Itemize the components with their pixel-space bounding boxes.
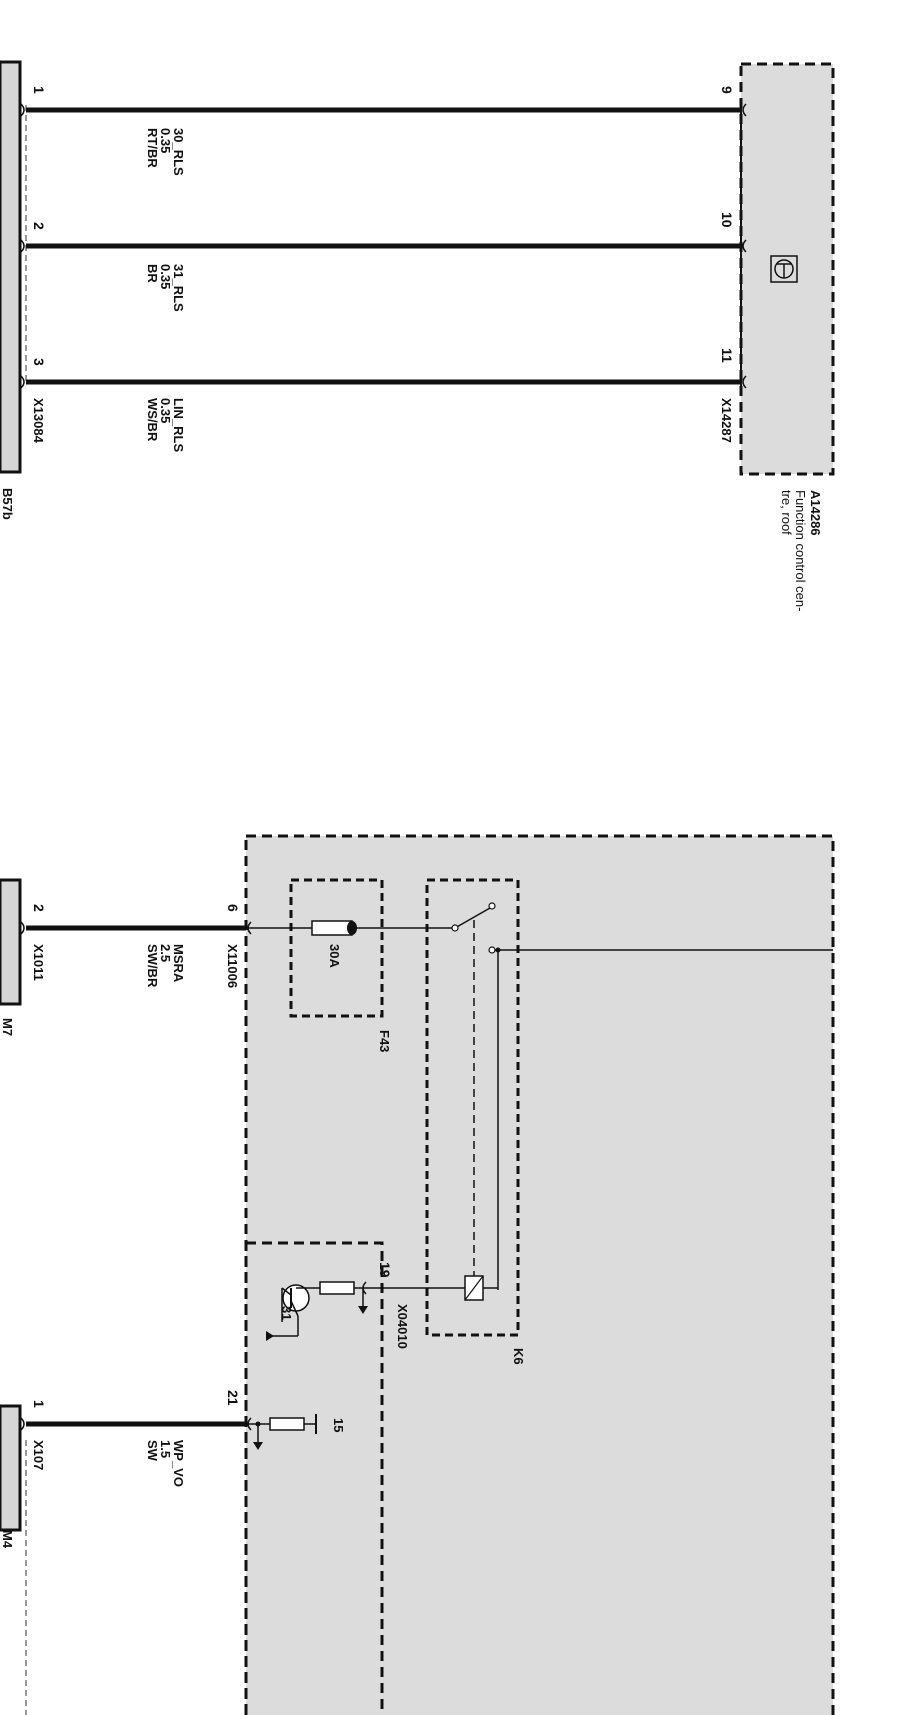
svg-text:31_RLS: 31_RLS (171, 264, 186, 312)
component-label-b57b: B57b (0, 488, 15, 520)
component-b57b-body (0, 60, 22, 474)
pin-module-21: 21 (225, 1390, 241, 1406)
relay-driver-circuit (305, 1281, 427, 1314)
svg-text:0.35: 0.35 (158, 264, 173, 289)
pin-a14286-9: 9 (719, 86, 735, 94)
pin-a14286-11: 11 (719, 348, 735, 363)
svg-text:0.35: 0.35 (158, 398, 173, 423)
fuse-icon (311, 920, 357, 936)
component-m4-body (0, 1404, 22, 1532)
svg-text:RT/BR: RT/BR (145, 128, 160, 168)
svg-text:MSRA: MSRA (171, 944, 186, 983)
pin-b57b-2: 2 (31, 222, 47, 230)
pin-a14286-10: 10 (719, 212, 735, 228)
fuse-f43-box (289, 878, 384, 1018)
pullup-resistor-icon (246, 1414, 317, 1450)
pin-b57b-1: 1 (31, 86, 47, 94)
control-submodule-box (244, 1241, 384, 1715)
relay-switch-icon (451, 902, 833, 1290)
wire-label-30-rls: 30_RLS 0.35 RT/BR (145, 128, 186, 176)
svg-text:SW: SW (145, 1440, 160, 1462)
pin-module-6: 6 (225, 904, 241, 912)
fuse-label-f43: F43 (377, 1030, 392, 1052)
pin-module-19: 19 (377, 1262, 393, 1278)
pin-b57b-3: 3 (31, 358, 47, 366)
connector-label-x13084: X13084 (31, 398, 46, 444)
svg-text:WS/BR: WS/BR (145, 398, 160, 442)
connector-label-x1011: X1011 (31, 944, 46, 981)
component-label-m7: M7 (0, 1018, 15, 1036)
transistor-icon (266, 1284, 310, 1341)
ground-terminal-31: 31 (279, 1306, 294, 1320)
svg-text:LIN_RLS: LIN_RLS (171, 398, 186, 453)
svg-text:1.5: 1.5 (158, 1440, 173, 1458)
svg-text:WP_VO: WP_VO (171, 1440, 186, 1487)
device-symbol-icon (770, 255, 798, 283)
wire-wp-vo (20, 1417, 252, 1431)
wire-31-rls (20, 239, 747, 253)
component-label-m4: M4 (0, 1530, 15, 1549)
svg-text:0.35: 0.35 (158, 128, 173, 153)
svg-text:SW/BR: SW/BR (145, 944, 160, 988)
pin-m7-2: 2 (31, 904, 47, 912)
relay-k6-box (425, 878, 520, 1337)
component-m7-body (0, 878, 22, 1006)
connector-label-x04010: X04010 (395, 1304, 410, 1349)
wire-lin-rls (20, 375, 747, 389)
device-desc-line2: tre, roof (779, 490, 794, 535)
control-module-box (244, 834, 835, 1715)
wire-label-31-rls: 31_RLS 0.35 BR (145, 264, 186, 312)
pin-m4-1: 1 (31, 1400, 47, 1408)
connector-label-x11006: X11006 (225, 944, 240, 988)
device-desc-line1: Function control cen- (793, 490, 808, 611)
relay-label-k6: K6 (511, 1348, 526, 1365)
wire-label-msra: MSRA 2.5 SW/BR (145, 944, 186, 988)
terminal-15: 15 (331, 1418, 346, 1432)
fuse-rating: 30A (327, 944, 342, 968)
svg-text:2.5: 2.5 (158, 944, 173, 962)
device-a14286-box (739, 62, 835, 476)
relay-coil-icon (427, 1275, 498, 1301)
wire-30-rls (20, 103, 747, 117)
svg-text:30_RLS: 30_RLS (171, 128, 186, 176)
wire-label-lin-rls: LIN_RLS 0.35 WS/BR (145, 398, 186, 453)
connector-label-x14287: X14287 (719, 398, 734, 443)
device-id-a14286: A14286 (808, 490, 823, 536)
connector-label-x107: X107 (31, 1440, 46, 1470)
wire-label-wp-vo: WP_VO 1.5 SW (145, 1440, 186, 1487)
svg-text:BR: BR (145, 264, 160, 283)
